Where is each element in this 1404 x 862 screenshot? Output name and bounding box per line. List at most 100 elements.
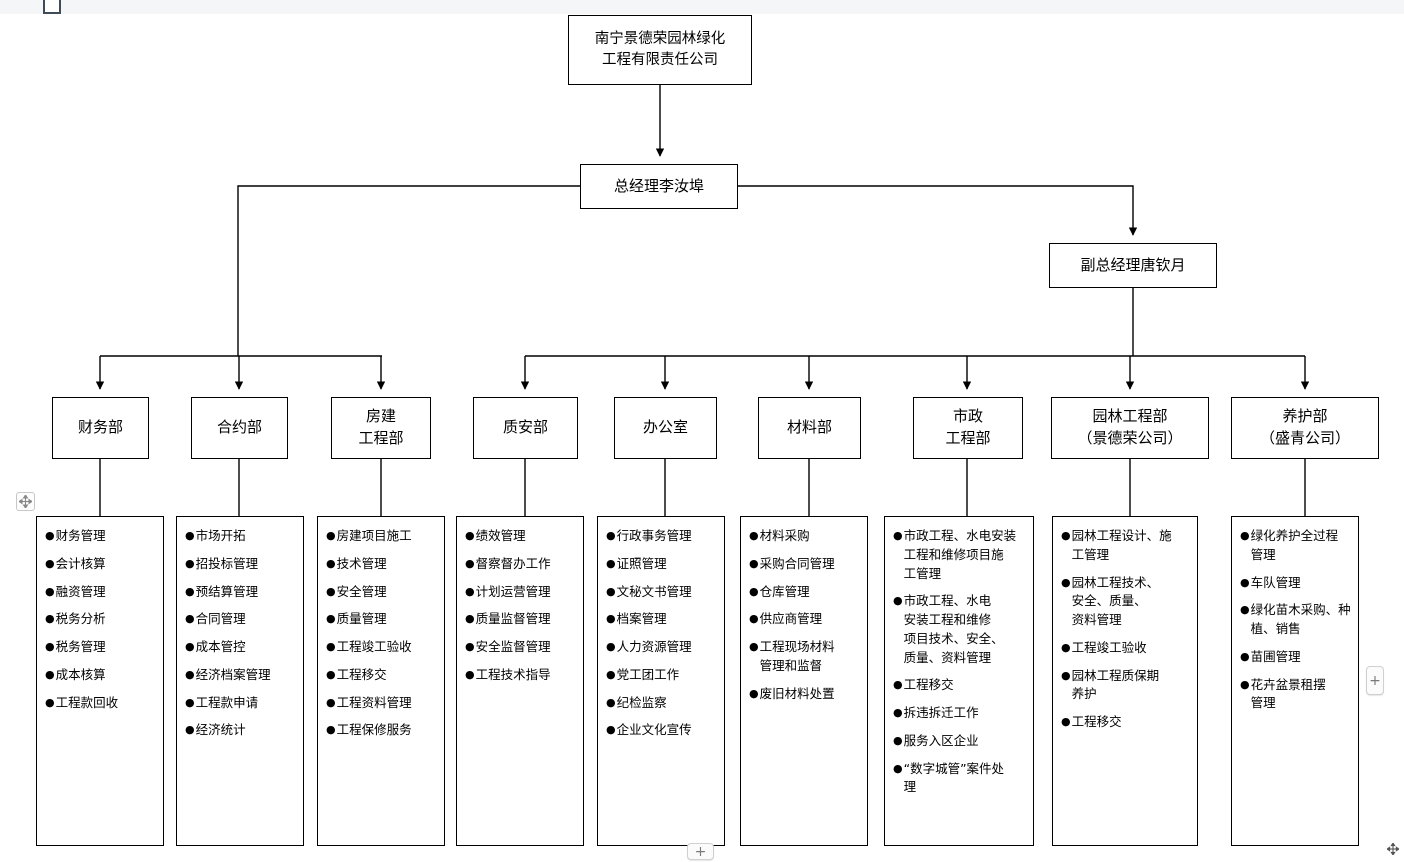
duty-item: ●工程款回收	[45, 694, 157, 713]
bullet-icon: ●	[1240, 603, 1250, 617]
duty-item-label: 预结算管理	[195, 583, 259, 599]
duty-item-label: 工程竣工验收	[336, 639, 412, 654]
bullet-icon: ●	[465, 640, 475, 653]
node-deputy-general-manager[interactable]: 副总经理唐钦月	[1049, 243, 1217, 288]
bullet-icon: ●	[45, 584, 55, 598]
bullet-icon: ●	[749, 529, 759, 542]
top-strip	[0, 0, 1404, 14]
bullet-icon: ●	[606, 695, 616, 709]
duty-item: ●税务管理	[45, 638, 157, 657]
bullet-icon: ●	[465, 584, 475, 598]
duty-item-label: 招投标管理	[195, 555, 259, 571]
duty-item: ●材料采购	[749, 527, 861, 546]
bullet-icon: ●	[45, 556, 55, 570]
node-department-municipal-engineering[interactable]: 市政 工程部	[913, 397, 1023, 459]
add-node-bottom-button[interactable]: +	[687, 843, 714, 860]
duty-panel-quality-safety[interactable]: ●绩效管理●督察督办工作●计划运营管理●质量监督管理●安全监督管理●工程技术指导	[456, 516, 584, 846]
duty-panel-office[interactable]: ●行政事务管理●证照管理●文秘文书管理●档案管理●人力资源管理●党工团工作●纪检…	[597, 516, 725, 846]
duty-item: ●质量监督管理	[465, 610, 577, 629]
duty-item-label: 绩效管理	[475, 528, 526, 543]
duty-panel-landscape-engineering[interactable]: ●园林工程设计、施 工管理●园林工程技术、 安全、质量、 资料管理●工程竣工验收…	[1052, 516, 1198, 846]
duty-item-label: 工程技术指导	[475, 666, 551, 682]
node-department-contract[interactable]: 合约部	[191, 397, 288, 459]
duty-item: ●废旧材料处置	[749, 685, 861, 704]
duty-panel-building-engineering[interactable]: ●房建项目施工●技术管理●安全管理●质量管理●工程竣工验收●工程移交●工程资料管…	[317, 516, 445, 846]
duty-panel-materials[interactable]: ●材料采购●采购合同管理●仓库管理●供应商管理●工程现场材料 管理和监督●废旧材…	[740, 516, 868, 846]
duty-item-label: 苗圃管理	[1250, 648, 1301, 664]
duty-panel-finance[interactable]: ●财务管理●会计核算●融资管理●税务分析●税务管理●成本核算●工程款回收	[36, 516, 164, 846]
duty-item: ●苗圃管理	[1240, 648, 1352, 667]
duty-item-label: 证照管理	[616, 555, 667, 571]
bullet-icon: ●	[749, 640, 759, 653]
duty-item: ●绿化养护全过程 管理	[1240, 527, 1352, 565]
duty-item-label: 市场开拓	[195, 528, 246, 543]
bullet-icon: ●	[45, 612, 55, 626]
node-department-quality-safety[interactable]: 质安部	[473, 397, 578, 459]
duty-item-label: 拆违拆迁工作	[903, 705, 979, 720]
node-department-office[interactable]: 办公室	[614, 397, 717, 459]
duty-item: ●工程技术指导	[465, 666, 577, 685]
duty-item: ●招投标管理	[185, 555, 297, 574]
duty-item: ●车队管理	[1240, 574, 1352, 593]
duty-item: ●工程移交	[893, 676, 1027, 695]
right-edge-line	[1358, 652, 1359, 716]
duty-item-label: 工程款申请	[195, 694, 259, 710]
node-department-maintenance[interactable]: 养护部 （盛青公司）	[1231, 397, 1379, 459]
duty-item-label: 督察督办工作	[475, 555, 551, 571]
node-department-materials[interactable]: 材料部	[758, 397, 861, 459]
duty-item: ●证照管理	[606, 555, 718, 574]
duty-item: ●工程移交	[1061, 713, 1191, 732]
node-department-building-engineering[interactable]: 房建 工程部	[331, 397, 431, 459]
duty-item: ●督察督办工作	[465, 555, 577, 574]
node-company-root[interactable]: 南宁景德荣园林绿化 工程有限责任公司	[568, 15, 752, 85]
bullet-icon: ●	[893, 529, 903, 542]
resize-corner-icon[interactable]	[1386, 842, 1400, 856]
bullet-icon: ●	[606, 529, 616, 542]
duty-item: ●企业文化宣传	[606, 721, 718, 740]
duty-item: ●行政事务管理	[606, 527, 718, 546]
move-handle-icon[interactable]	[16, 492, 35, 511]
duty-item: ●工程资料管理	[326, 694, 438, 713]
duty-item-label: 质量管理	[336, 611, 387, 627]
duty-item: ●成本核算	[45, 666, 157, 685]
duty-item-label: 采购合同管理	[759, 555, 835, 571]
duty-item-label: 工程现场材料 管理和监督	[759, 639, 835, 673]
bullet-icon: ●	[893, 594, 903, 608]
duty-item: ●融资管理	[45, 583, 157, 602]
bullet-icon: ●	[1061, 668, 1071, 682]
duty-item-label: 行政事务管理	[616, 528, 692, 543]
duty-item: ●计划运营管理	[465, 583, 577, 602]
bullet-icon: ●	[326, 695, 336, 709]
bullet-icon: ●	[1061, 715, 1071, 728]
duty-item-label: 市政工程、水电安装 工程和维修项目施 工管理	[903, 528, 1017, 581]
duty-panel-municipal-engineering[interactable]: ●市政工程、水电安装 工程和维修项目施 工管理●市政工程、水电 安装工程和维修 …	[884, 516, 1034, 846]
duty-item-label: 财务管理	[55, 528, 106, 543]
bullet-icon: ●	[465, 529, 475, 542]
duty-item-label: 市政工程、水电 安装工程和维修 项目技术、安全、 质量、资料管理	[903, 593, 1004, 665]
bullet-icon: ●	[1061, 640, 1071, 654]
node-department-landscape-engineering[interactable]: 园林工程部 （景德荣公司）	[1051, 397, 1209, 459]
duty-item-label: 质量监督管理	[475, 611, 551, 627]
node-department-finance[interactable]: 财务部	[52, 397, 149, 459]
bullet-icon: ●	[1240, 677, 1250, 691]
duty-item: ●绩效管理	[465, 527, 577, 546]
duty-item: ●“数字城管”案件处 理	[893, 760, 1027, 798]
bullet-icon: ●	[185, 556, 195, 570]
duty-item: ●工程竣工验收	[326, 638, 438, 657]
bullet-icon: ●	[465, 556, 475, 570]
bullet-icon: ●	[893, 733, 903, 747]
bullet-icon: ●	[606, 723, 616, 737]
duty-panel-maintenance[interactable]: ●绿化养护全过程 管理●车队管理●绿化苗木采购、种 植、销售●苗圃管理●花卉盆景…	[1231, 516, 1359, 846]
move-arrows-icon	[19, 495, 32, 508]
duty-item: ●人力资源管理	[606, 638, 718, 657]
duty-item-label: 安全管理	[336, 583, 387, 599]
add-node-right-button[interactable]: +	[1366, 666, 1384, 695]
bullet-icon: ●	[45, 695, 55, 709]
duty-item: ●市政工程、水电安装 工程和维修项目施 工管理	[893, 527, 1027, 583]
duty-panel-contract[interactable]: ●市场开拓●招投标管理●预结算管理●合同管理●成本管控●经济档案管理●工程款申请…	[176, 516, 304, 846]
top-tab-handle[interactable]	[43, 0, 61, 14]
bullet-icon: ●	[606, 556, 616, 570]
node-general-manager[interactable]: 总经理李汝埠	[580, 164, 738, 209]
duty-item: ●工程竣工验收	[1061, 639, 1191, 658]
